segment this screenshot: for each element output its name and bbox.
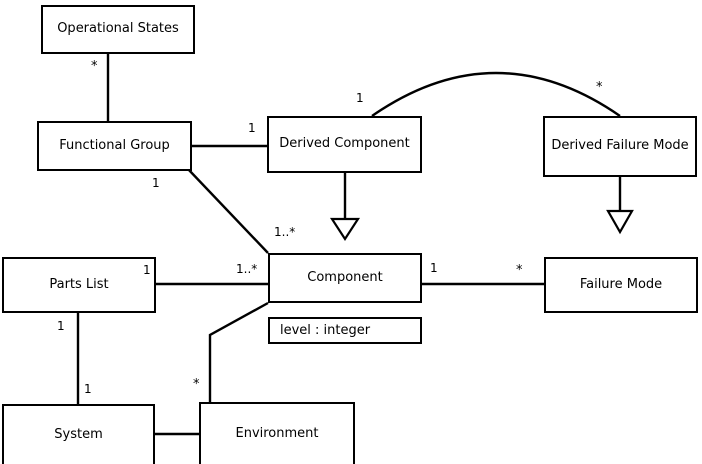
class-name-failure-mode: Failure Mode <box>579 276 663 292</box>
class-name-operational-states: Operational States <box>57 21 179 37</box>
class-box-failure-mode[interactable]: Failure Mode <box>544 257 698 313</box>
class-box-functional-group[interactable]: Functional Group <box>37 121 192 171</box>
class-name-component: Component <box>307 269 383 285</box>
multiplicity-label-partslist-system-bottom: 1 <box>84 382 92 396</box>
multiplicity-label-fg-derivedcomp: 1 <box>248 121 256 135</box>
class-box-system[interactable]: System <box>2 404 155 464</box>
class-box-environment[interactable]: Environment <box>199 402 355 464</box>
class-name-system: System <box>54 426 103 442</box>
multiplicity-label-environment-component: * <box>193 377 200 392</box>
failure-mode-generalization-arrow <box>606 209 634 235</box>
multiplicity-label-partslist-component-right: 1..* <box>236 262 258 276</box>
class-name-functional-group: Functional Group <box>59 137 170 153</box>
multiplicity-label-partslist-component-left: 1 <box>143 263 151 277</box>
class-box-derived-component[interactable]: Derived Component <box>267 116 422 173</box>
class-name-derived-component: Derived Component <box>279 136 410 152</box>
component-generalization-arrow <box>329 217 361 242</box>
class-box-component[interactable]: Component <box>268 253 422 303</box>
multiplicity-label-partslist-system-top: 1 <box>57 319 65 333</box>
attribute-box-component-attributes[interactable]: level : integer <box>268 317 422 344</box>
class-name-environment: Environment <box>235 425 319 441</box>
multiplicity-label-opstates-fg: * <box>91 59 98 74</box>
class-name-derived-failure-mode: Derived Failure Mode <box>551 138 689 154</box>
multiplicity-label-derivedfm-arc: * <box>596 80 603 95</box>
attribute-text-component-attributes: level : integer <box>280 323 371 338</box>
multiplicity-label-component-failuremode-right: * <box>516 263 523 278</box>
class-box-parts-list[interactable]: Parts List <box>2 257 156 313</box>
multiplicity-label-component-failuremode-left: 1 <box>430 261 438 275</box>
generalization-arrowheads <box>329 209 634 242</box>
class-box-derived-failure-mode[interactable]: Derived Failure Mode <box>543 116 697 177</box>
edge-derived-component-to-derived-failure-mode <box>371 71 621 117</box>
association-lines <box>76 54 622 436</box>
edge-functional-group-to-component <box>187 168 269 254</box>
class-box-operational-states[interactable]: Operational States <box>41 5 195 54</box>
edge-environment-to-component <box>208 301 269 402</box>
multiplicity-label-fg-component-diag: 1..* <box>274 225 296 239</box>
multiplicity-label-derivedcomp-arc: 1 <box>356 91 364 105</box>
multiplicity-label-fg-component: 1 <box>152 176 160 190</box>
class-name-parts-list: Parts List <box>49 276 109 292</box>
